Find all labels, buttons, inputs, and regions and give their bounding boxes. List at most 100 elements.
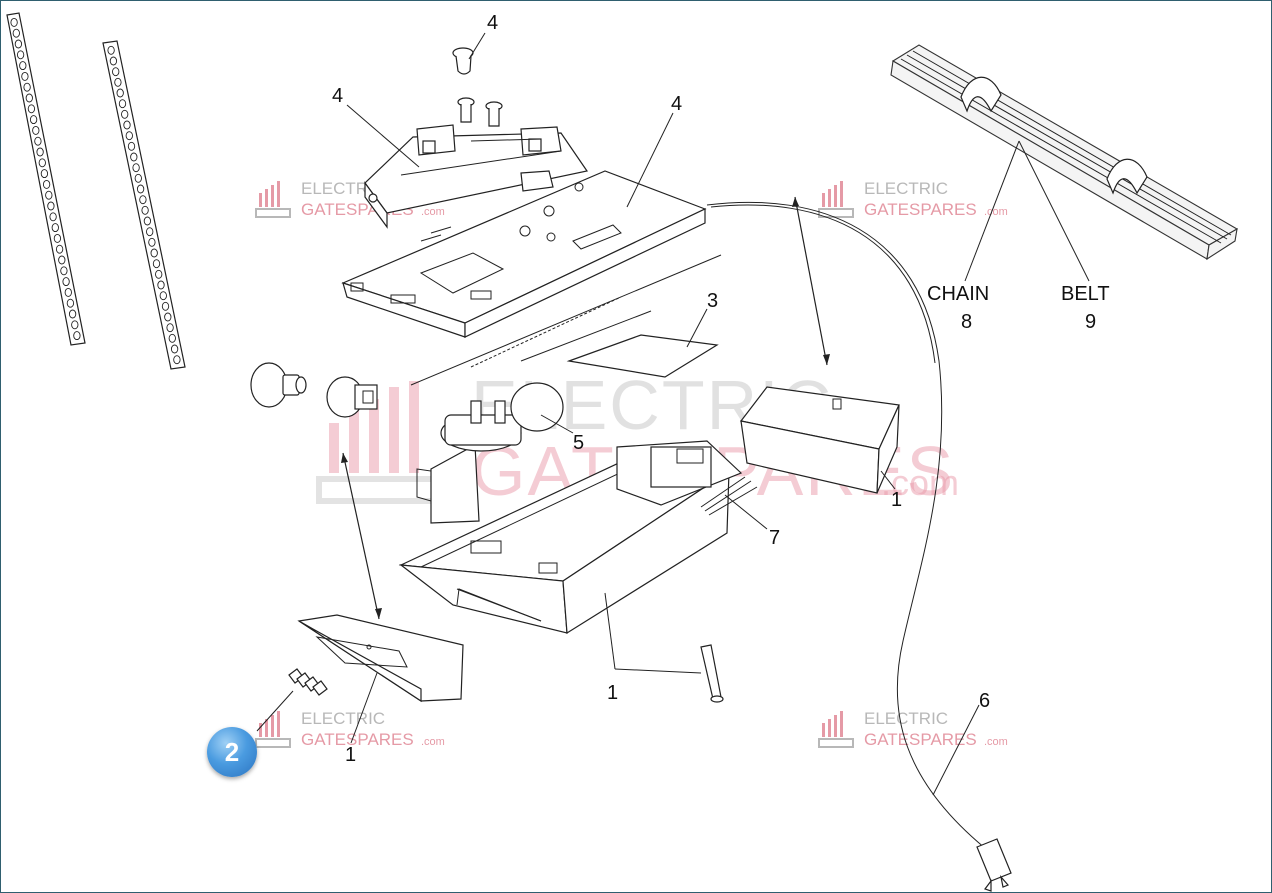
strap-hole xyxy=(148,237,156,247)
strap-hole xyxy=(25,93,33,103)
strap-hole xyxy=(150,248,158,258)
strap-hole xyxy=(159,291,167,301)
callout-4-left: 4 xyxy=(332,85,343,107)
strap-hole xyxy=(23,82,31,92)
strap-hole xyxy=(130,152,138,162)
strap-hole xyxy=(16,50,25,60)
watermark-suffix: .com xyxy=(421,736,445,748)
light-bulb-left xyxy=(250,362,307,408)
callout-4-right: 4 xyxy=(671,93,682,115)
strap-hole xyxy=(161,301,170,311)
callout-5: 5 xyxy=(573,432,584,454)
strap-hole xyxy=(45,190,53,200)
arrow-left-vertical xyxy=(341,452,382,620)
strap-hole xyxy=(143,216,152,226)
watermark-suffix: .com xyxy=(984,736,1008,748)
watermark-line2: GATESPARES xyxy=(864,200,977,219)
strap-hole xyxy=(146,227,154,237)
watermark-large-suffix: .com xyxy=(881,462,959,503)
callout-1-lens: 1 xyxy=(345,744,356,766)
callout-4-top: 4 xyxy=(487,12,498,34)
callout-badge-2-label: 2 xyxy=(224,736,240,767)
watermark-line1: ELECTRIC xyxy=(301,709,385,728)
strap-hole xyxy=(12,28,20,38)
strap-hole xyxy=(32,125,40,135)
strap-hole xyxy=(155,269,163,279)
strap-hole xyxy=(51,223,59,233)
strap-hole xyxy=(134,173,142,183)
strap-hole xyxy=(121,109,129,119)
bolt-bottom xyxy=(700,644,724,703)
callout-badge-2[interactable]: 2 xyxy=(207,727,257,777)
strap-hole xyxy=(34,136,42,146)
power-cable xyxy=(706,201,992,854)
watermark-logo-icon xyxy=(818,711,854,748)
strap-hole xyxy=(62,277,70,287)
watermark-suffix: .com xyxy=(421,206,445,218)
strap-hole xyxy=(38,158,46,168)
strap-hole xyxy=(36,147,44,157)
strap-hole xyxy=(107,45,115,55)
callout-chain-name: CHAIN xyxy=(927,283,989,305)
strap-hole xyxy=(53,233,62,243)
strap-hole xyxy=(136,184,145,194)
strap-hole xyxy=(66,298,75,308)
strap-hole xyxy=(139,195,147,205)
strap-hole xyxy=(127,141,136,151)
screws-set xyxy=(288,668,328,696)
strap-hole xyxy=(64,287,72,297)
strap-hole xyxy=(170,344,179,354)
callout-1-bottom: 1 xyxy=(607,682,618,704)
bolts-pair xyxy=(457,97,503,127)
strap-hole xyxy=(168,333,176,343)
callout-belt-number: 9 xyxy=(1085,311,1096,333)
watermark-small-bottom-right: ELECTRIC GATESPARES .com xyxy=(818,709,1008,749)
strap-hole xyxy=(19,61,27,71)
light-lens-front xyxy=(297,614,464,703)
perforated-strap-right xyxy=(102,40,186,370)
strap-hole xyxy=(60,266,68,276)
callout-3: 3 xyxy=(707,290,718,312)
watermark-small-bottom-left: ELECTRIC GATESPARES .com xyxy=(255,709,445,749)
arrow-right-vertical xyxy=(792,196,830,366)
strap-hole xyxy=(14,39,23,49)
strap-hole xyxy=(152,259,161,269)
circuit-card xyxy=(566,334,719,378)
strap-hole xyxy=(141,205,149,215)
strap-hole xyxy=(73,331,81,341)
watermark-small-top-right: ELECTRIC GATESPARES .com xyxy=(818,179,1008,219)
light-socket xyxy=(326,376,378,418)
strap-hole xyxy=(116,88,124,98)
strap-hole xyxy=(21,71,29,81)
chassis-plate xyxy=(341,170,707,338)
light-cover-right xyxy=(739,386,900,494)
watermark-logo-icon xyxy=(255,711,291,748)
strap-hole xyxy=(68,309,77,319)
watermark-line1: ELECTRIC xyxy=(301,179,385,198)
strap-hole xyxy=(55,244,64,254)
callout-chain-number: 8 xyxy=(961,311,972,333)
strap-hole xyxy=(173,355,181,365)
strap-hole xyxy=(118,99,127,109)
watermark-line2: GATESPARES xyxy=(864,730,977,749)
watermark-logo-icon xyxy=(255,181,291,218)
strap-hole xyxy=(10,17,18,27)
callout-belt-name: BELT xyxy=(1061,283,1110,305)
strap-hole xyxy=(49,212,57,222)
callout-7: 7 xyxy=(769,527,780,549)
guide-lines xyxy=(410,254,722,386)
bolt-top xyxy=(452,47,474,75)
strap-hole xyxy=(157,280,165,290)
power-plug-icon xyxy=(976,838,1012,892)
strap-hole xyxy=(164,312,172,322)
strap-hole xyxy=(42,179,51,189)
strap-hole xyxy=(114,77,122,87)
watermark-line1: ELECTRIC xyxy=(864,179,948,198)
strap-hole xyxy=(166,323,174,333)
strap-hole xyxy=(125,131,133,141)
strap-hole xyxy=(132,163,140,173)
strap-hole xyxy=(47,201,55,211)
callout-6: 6 xyxy=(979,690,990,712)
strap-hole xyxy=(112,67,120,77)
watermark-logo-icon xyxy=(818,181,854,218)
